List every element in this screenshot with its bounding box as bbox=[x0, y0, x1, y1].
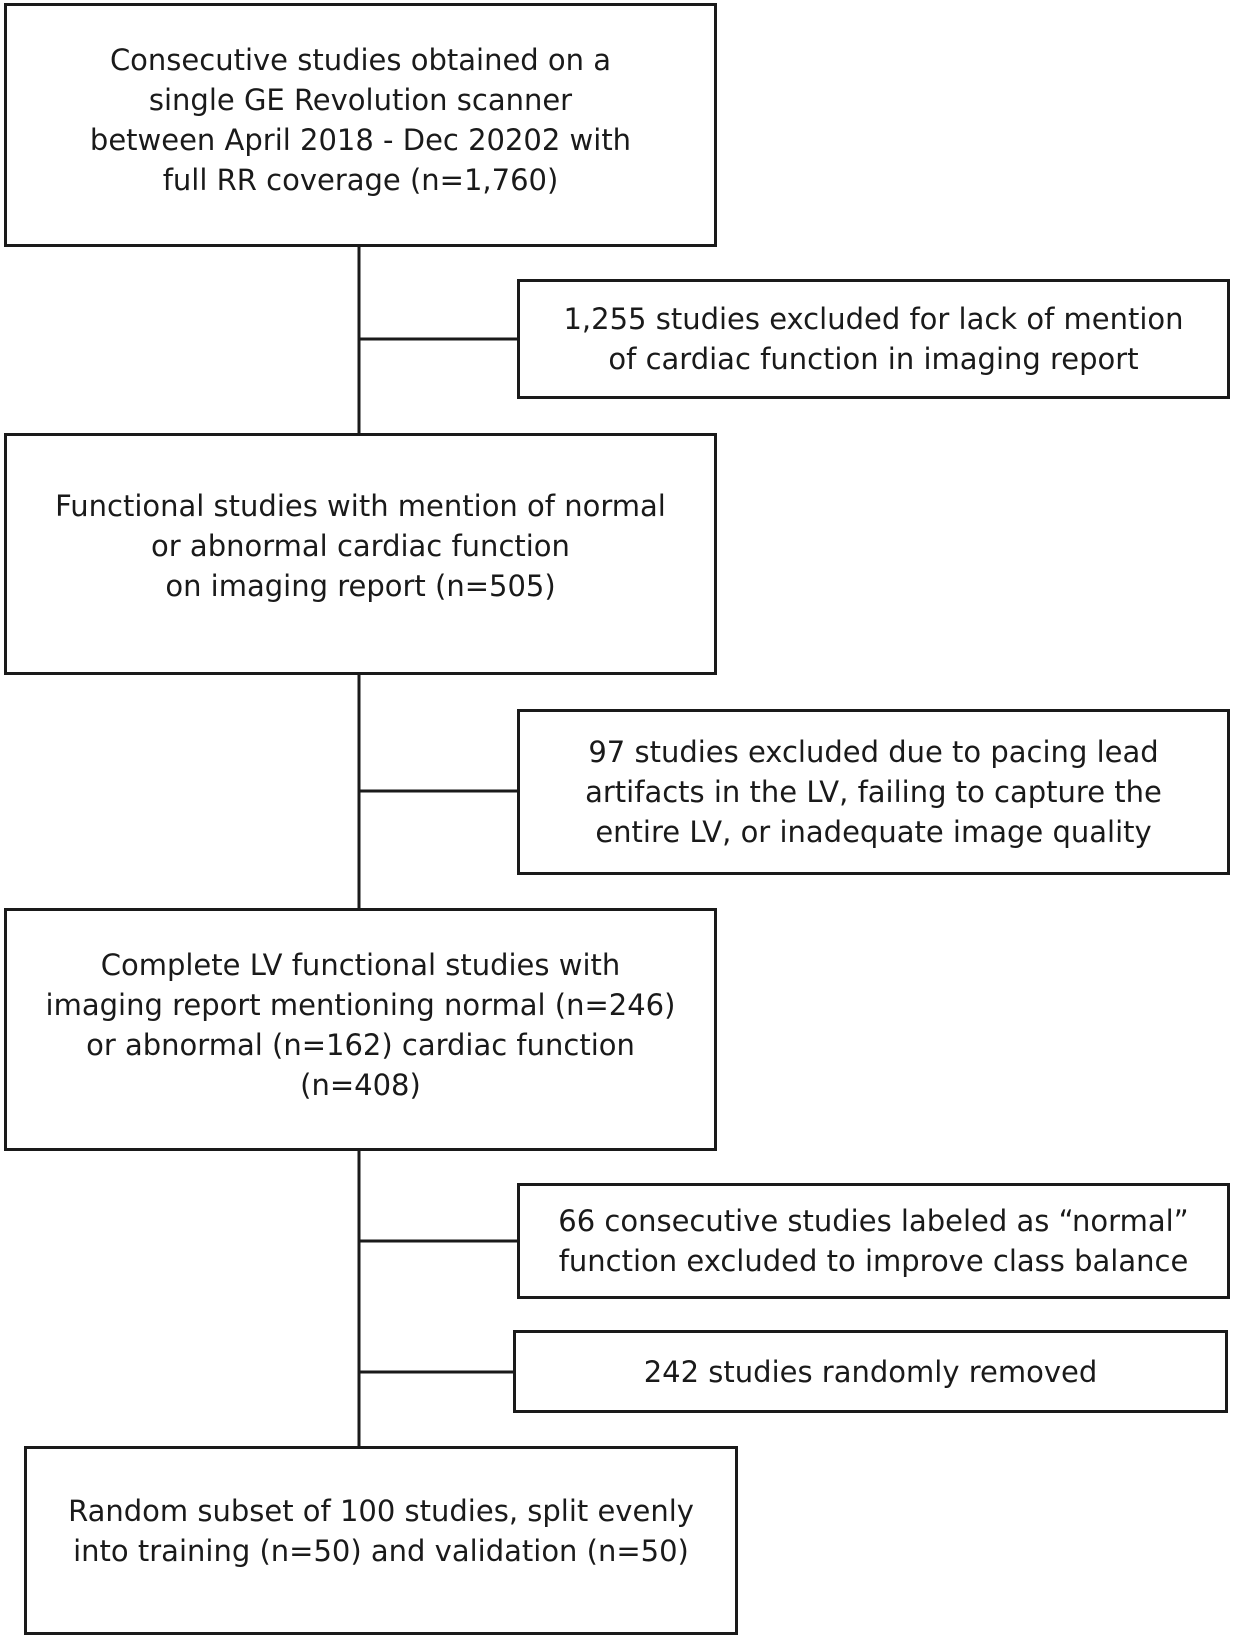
flow-box-initial-studies: Consecutive studies obtained on a single… bbox=[4, 3, 717, 247]
box-text-line: between April 2018 - Dec 20202 with bbox=[89, 123, 632, 157]
box-text-line: Functional studies with mention of norma… bbox=[55, 489, 666, 523]
exclusion-box-artifacts-quality: 97 studies excluded due to pacing lead a… bbox=[517, 709, 1230, 875]
box-text-line: or abnormal (n=162) cardiac function bbox=[86, 1028, 635, 1062]
flow-box-functional-studies: Functional studies with mention of norma… bbox=[4, 433, 717, 675]
box-text-line: imaging report mentioning normal (n=246) bbox=[45, 988, 676, 1022]
exclusion-text-line: entire LV, or inadequate image quality bbox=[595, 815, 1152, 849]
exclusion-box-random-removal: 242 studies randomly removed bbox=[513, 1330, 1228, 1413]
box-text-line: (n=408) bbox=[300, 1068, 421, 1102]
exclusion-text-line: function excluded to improve class balan… bbox=[558, 1244, 1189, 1278]
box-text-line: or abnormal cardiac function bbox=[151, 529, 570, 563]
flow-box-final-subset: Random subset of 100 studies, split even… bbox=[24, 1446, 738, 1635]
exclusion-box-class-balance: 66 consecutive studies labeled as “norma… bbox=[517, 1183, 1230, 1299]
box-text-line: Complete LV functional studies with bbox=[100, 948, 621, 982]
box-text-line: Consecutive studies obtained on a bbox=[109, 43, 612, 77]
exclusion-text-line: 1,255 studies excluded for lack of menti… bbox=[563, 302, 1184, 336]
box-text-line: full RR coverage (n=1,760) bbox=[162, 163, 559, 197]
box-text-line: into training (n=50) and validation (n=5… bbox=[73, 1533, 689, 1568]
exclusion-text-line: 242 studies randomly removed bbox=[643, 1354, 1098, 1389]
flow-box-complete-lv-studies: Complete LV functional studies with imag… bbox=[4, 908, 717, 1151]
box-text-line: Random subset of 100 studies, split even… bbox=[68, 1493, 694, 1528]
box-text-line: single GE Revolution scanner bbox=[148, 83, 573, 117]
exclusion-text-line: of cardiac function in imaging report bbox=[608, 342, 1139, 376]
box-text-line: on imaging report (n=505) bbox=[165, 569, 556, 603]
exclusion-text-line: 97 studies excluded due to pacing lead bbox=[588, 735, 1159, 769]
exclusion-box-no-function-mention: 1,255 studies excluded for lack of menti… bbox=[517, 279, 1230, 399]
exclusion-text-line: artifacts in the LV, failing to capture … bbox=[585, 775, 1162, 809]
exclusion-text-line: 66 consecutive studies labeled as “norma… bbox=[558, 1204, 1189, 1238]
